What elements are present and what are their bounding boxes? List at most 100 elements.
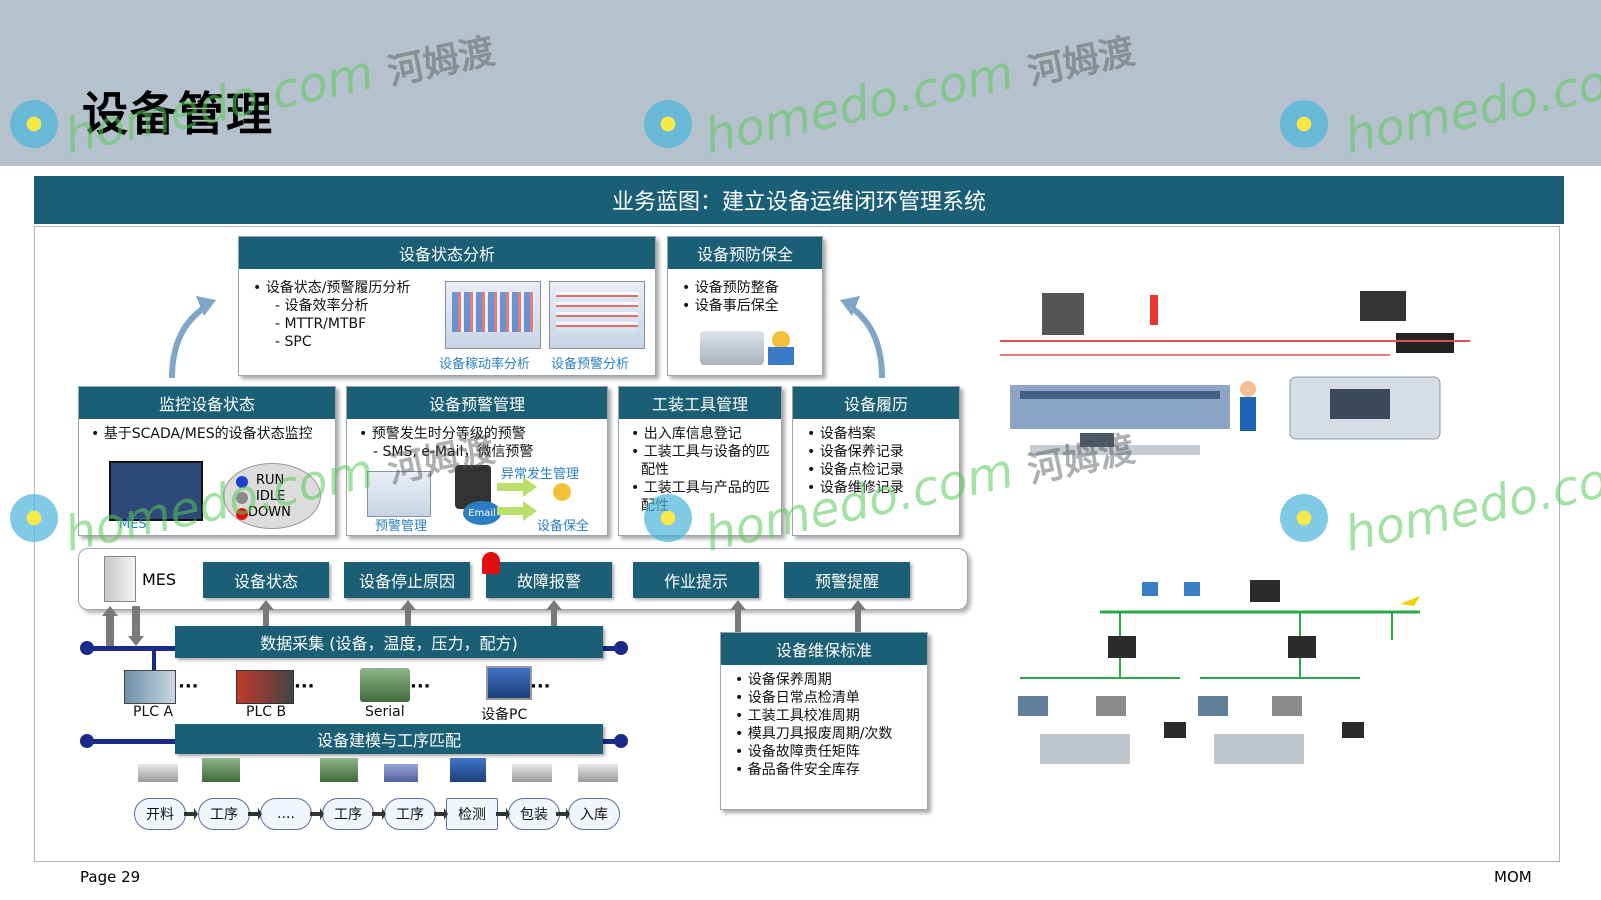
machine-icon (450, 758, 486, 782)
abnormal-caption: 异常发生管理 (501, 467, 580, 482)
pc-icon (486, 666, 532, 700)
up-arrow-icon (546, 600, 562, 626)
idle-indicator-icon (236, 492, 248, 504)
cnc-machine-icon (1214, 734, 1304, 764)
warning-item: 预警发生时分等级的预警 (355, 425, 533, 443)
mes-label: MES (142, 570, 177, 589)
history-item: 设备点检记录 (803, 461, 904, 479)
modeling-bar: 设备建模与工序匹配 (175, 724, 603, 754)
status-legend: RUN IDLE DOWN (223, 463, 321, 529)
process-step: 开料 (134, 798, 186, 830)
module-equipment-status: 设备状态 (203, 562, 329, 598)
warning-chart-thumbnail (549, 281, 645, 349)
machine-icon (320, 758, 358, 782)
plc-a-icon (124, 670, 176, 704)
page-title: 设备管理 (82, 87, 274, 141)
status-analysis-box: 设备状态分析 设备状态/预警履历分析 - 设备效率分析 - MTTR/MTBF … (238, 236, 656, 376)
preventive-box: 设备预防保全 设备预防整备 设备事后保全 (667, 236, 823, 376)
warning-sub: - SMS, e-Mail，微信预警 (373, 444, 534, 460)
bus-drop-line (152, 650, 156, 670)
watermark-flower-icon (640, 490, 696, 546)
bus-end-dot (614, 734, 628, 748)
bus-end-dot (80, 734, 94, 748)
machine-icon (138, 764, 178, 782)
standard-item: 备品备件安全库存 (731, 761, 892, 779)
bidirectional-arrow-icon (102, 606, 144, 646)
computer-icon (1108, 636, 1136, 658)
page-number: Page 29 (80, 868, 141, 886)
warning-box: 设备预警管理 预警发生时分等级的预警 - SMS, e-Mail，微信预警 预警… (346, 386, 608, 536)
maintenance-caption: 设备保全 (537, 519, 590, 534)
machine-icon (1096, 696, 1126, 716)
process-step: 工序 (198, 798, 250, 830)
preventive-item: 设备事后保全 (678, 297, 779, 315)
worker-icon (772, 331, 790, 349)
right-arrow-icon (497, 501, 537, 521)
cnc-machine-icon (1040, 734, 1130, 764)
machine-icon (202, 758, 240, 782)
device-label: Serial (365, 704, 405, 720)
warning-analysis-caption: 设备预警分析 (551, 357, 630, 372)
standard-item: 设备日常点检清单 (731, 689, 892, 707)
preventive-item: 设备预防整备 (678, 279, 779, 297)
machine-icon (384, 764, 418, 782)
computer-icon (1288, 636, 1316, 658)
status-analysis-sub: - MTTR/MTBF (275, 316, 367, 332)
up-arrow-icon (730, 600, 746, 634)
status-analysis-sub: - SPC (275, 334, 312, 350)
flow-arrows (184, 808, 570, 820)
machine-icon (512, 764, 552, 782)
standard-item: 设备保养周期 (731, 671, 892, 689)
plc-icon (1198, 696, 1228, 716)
monitor-box: 监控设备状态 基于SCADA/MES的设备状态监控 MES RUN IDLE D… (78, 386, 336, 536)
watermark-flower-icon (1276, 490, 1332, 546)
monitor-title: 监控设备状态 (79, 387, 335, 419)
process-step: 入库 (568, 798, 620, 830)
more-dots: ··· (178, 676, 199, 697)
tools-item: 出入库信息登记 (627, 425, 775, 443)
server-rack-icon (1042, 293, 1084, 335)
up-arrow-icon (169, 296, 216, 379)
computer-icon (1184, 582, 1200, 596)
history-item: 设备维修记录 (803, 479, 904, 497)
more-dots: ··· (294, 676, 315, 697)
standard-item: 模具刀具报废周期/次数 (731, 725, 893, 743)
run-indicator-icon (236, 476, 248, 488)
up-arrow-icon (840, 296, 885, 379)
worker-body-icon (768, 347, 794, 365)
watermark-flower-icon (1276, 96, 1332, 152)
history-box: 设备履历 设备档案 设备保养记录 设备点检记录 设备维修记录 (792, 386, 960, 536)
scada-network-diagram (1018, 580, 1420, 764)
blueprint-banner: 业务蓝图：建立设备运维闭环管理系统 (34, 176, 1564, 224)
device-label: PLC A (133, 704, 174, 720)
module-early-warning: 预警提醒 (784, 562, 910, 598)
watermark-flower-icon (6, 490, 62, 546)
process-step: .... (260, 798, 312, 830)
data-collection-bar: 数据采集 (设备，温度，压力，配方) (175, 626, 603, 658)
computer-icon (1142, 582, 1158, 596)
computer-icon (1250, 580, 1280, 602)
utilization-chart-thumbnail (445, 281, 541, 349)
right-arrow-icon (497, 477, 537, 497)
plc-icon (1018, 696, 1048, 716)
process-step: 工序 (384, 798, 436, 830)
status-analysis-item: 设备状态/预警履历分析 (249, 279, 449, 297)
scada-screen-icon (109, 461, 203, 521)
down-label: DOWN (248, 505, 291, 520)
run-label: RUN (256, 473, 285, 488)
header-band (0, 0, 1601, 166)
standard-item: 工装工具校准周期 (731, 707, 892, 725)
status-analysis-title: 设备状态分析 (239, 237, 655, 269)
warning-title: 设备预警管理 (347, 387, 607, 419)
serial-device-icon (360, 668, 410, 702)
status-analysis-sub: - 设备效率分析 (275, 298, 369, 314)
plc-b-icon (236, 670, 294, 704)
process-step: 工序 (322, 798, 374, 830)
up-arrow-icon (850, 600, 866, 634)
hmi-icon (1342, 722, 1364, 738)
device-label: 设备PC (481, 707, 528, 723)
history-item: 设备档案 (803, 425, 904, 443)
bus-end-dot (614, 641, 628, 655)
standard-item: 设备故障责任矩阵 (731, 743, 892, 761)
preventive-title: 设备预防保全 (668, 237, 822, 269)
